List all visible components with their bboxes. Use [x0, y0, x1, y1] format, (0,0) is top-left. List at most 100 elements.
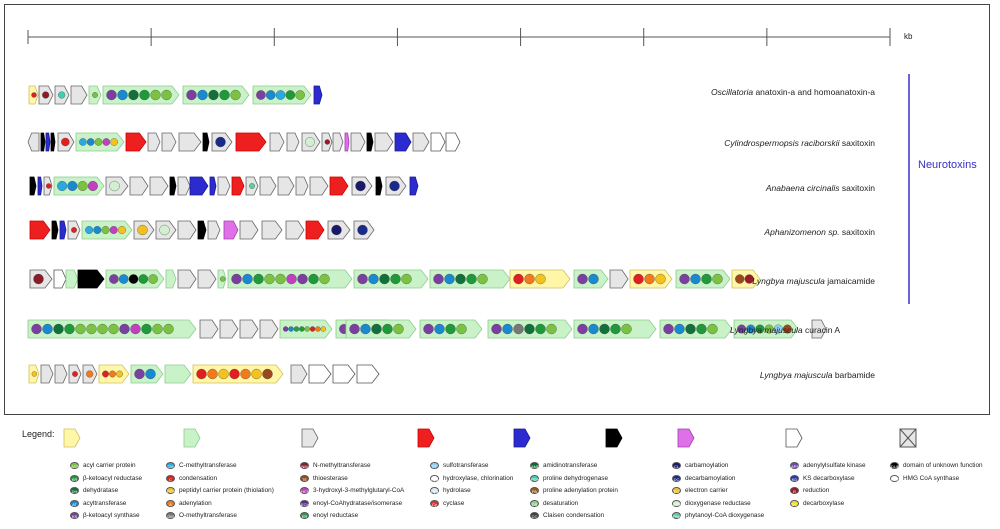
domain-marker: [86, 323, 97, 335]
gene-arrow: [223, 220, 239, 240]
gene-arrow: [445, 132, 461, 152]
legend-shape-pks: [183, 428, 201, 448]
domain-marker: [92, 92, 98, 98]
gene-arrow: [197, 220, 207, 240]
organism-product: barbamide: [832, 370, 875, 380]
legend-shape-orf: [677, 428, 695, 448]
domain-label: Claisen condensation: [543, 512, 605, 519]
domain-marker: [249, 183, 255, 189]
domain-dot: DUF: [890, 462, 900, 469]
legend-domain-entry: AT acyltransferase: [70, 499, 127, 507]
domain-marker: [262, 368, 273, 380]
domain-dot: KR: [70, 474, 79, 482]
domain-dot: AT: [70, 499, 79, 507]
organism-species: Anabaena circinalis: [765, 183, 840, 193]
cluster-jam: [29, 269, 761, 289]
domain-marker: [145, 368, 156, 380]
domain-marker: [360, 323, 371, 335]
domain-marker: [737, 324, 747, 334]
domain-marker: [355, 180, 366, 192]
gene-arrow: [177, 176, 191, 196]
gene-arrow: [178, 132, 202, 152]
domain-marker: [735, 274, 745, 284]
domain-marker: [197, 89, 208, 101]
domain-marker: [690, 273, 701, 285]
domain-dot: DOR: [672, 499, 682, 507]
domain-marker: [148, 274, 158, 284]
gene-arrow: [177, 220, 197, 240]
domain-marker: [218, 368, 229, 380]
gene-arrow: [309, 176, 329, 196]
organism-product: anatoxin-a and homoanatoxin-a: [753, 87, 875, 97]
domain-marker: [251, 368, 262, 380]
domain-marker: [455, 273, 466, 285]
domain-label: acyltransferase: [83, 499, 127, 507]
gene-arrow: [27, 132, 40, 152]
domain-marker: [535, 273, 546, 285]
domain-dot: CC: [530, 512, 539, 519]
domain-marker: [161, 89, 172, 101]
domain-marker: [368, 273, 379, 285]
domain-marker: [764, 324, 774, 334]
domain-label: O-methyltransferase: [179, 512, 237, 519]
domain-marker: [331, 224, 342, 236]
domain-marker: [444, 273, 455, 285]
gene-arrow: [313, 85, 323, 105]
gene-arrow: [332, 364, 356, 384]
domain-marker: [546, 323, 557, 335]
domain-marker: [297, 273, 308, 285]
domain-marker: [64, 323, 75, 335]
domain-marker: [502, 323, 513, 335]
gene-arrow: [394, 132, 412, 152]
domain-marker: [293, 326, 300, 332]
gene-arrow: [149, 176, 169, 196]
domain-marker: [701, 273, 712, 285]
domain-marker: [275, 273, 286, 285]
organism-species: Oscillatoria: [711, 87, 754, 97]
domain-marker: [445, 323, 456, 335]
domain-marker: [746, 324, 756, 334]
domain-marker: [150, 89, 161, 101]
domain-dot: Cy: [430, 499, 439, 507]
legend-shape-tp: [513, 428, 531, 448]
domain-marker: [75, 323, 86, 335]
domain-marker: [456, 323, 467, 335]
gene-arrow: [366, 132, 374, 152]
domain-marker: [219, 89, 230, 101]
domain-marker: [577, 323, 588, 335]
gene-arrow: [308, 364, 332, 384]
gene-arrow: [53, 269, 67, 289]
gene-arrow: [412, 132, 430, 152]
domain-dot: CM: [166, 462, 175, 469]
domain-label: hydrolase: [443, 487, 471, 494]
domain-label: reduction: [803, 487, 830, 494]
domain-marker: [94, 138, 103, 146]
domain-dot: R: [790, 487, 799, 494]
domain-marker: [433, 273, 444, 285]
gene-arrow: [165, 269, 177, 289]
gene-arrow: [147, 132, 161, 152]
organism-species: Lyngbya majuscula: [752, 276, 825, 286]
domain-marker: [305, 137, 315, 147]
organism-label: Cylindrospermopsis raciborskii saxitoxin: [724, 138, 875, 148]
domain-label: decarbamoylation: [685, 474, 736, 482]
domain-marker: [31, 92, 37, 98]
domain-marker: [138, 274, 149, 284]
gene-arrow: [609, 269, 629, 289]
domain-marker: [393, 323, 404, 335]
